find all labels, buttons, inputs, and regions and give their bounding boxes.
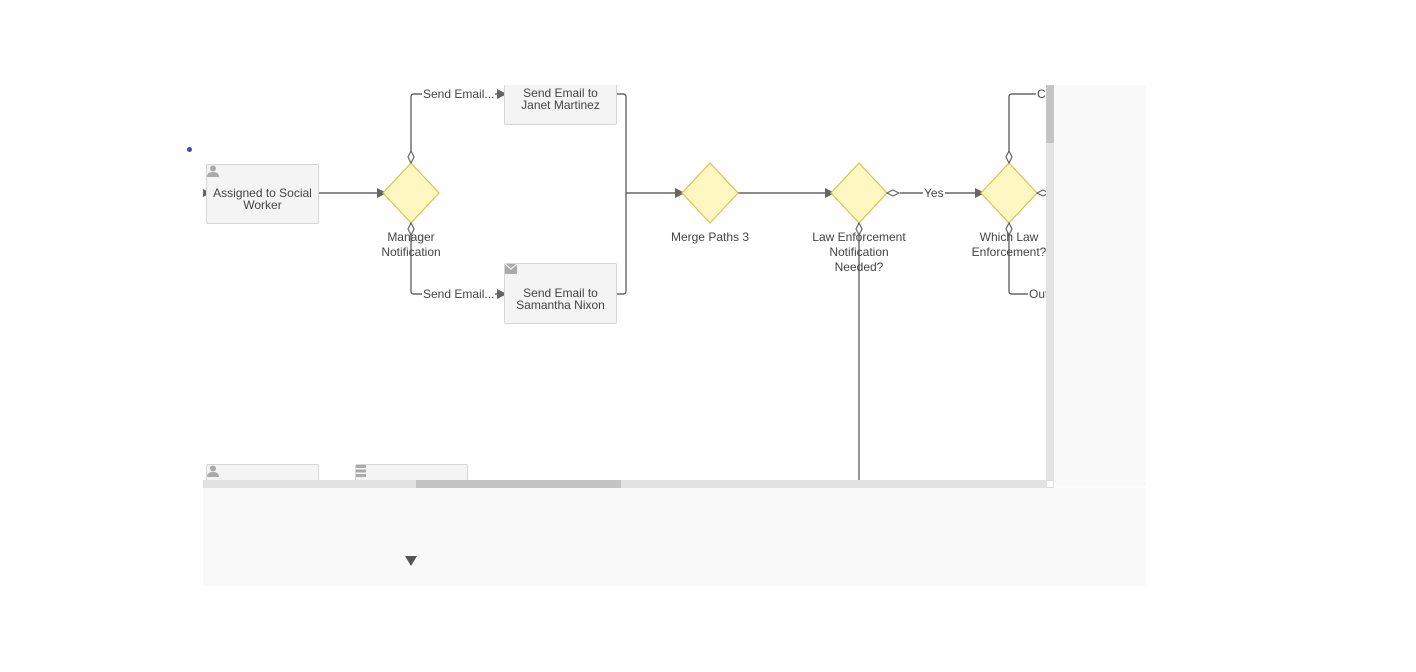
flow-janet-to-merge [617,93,627,193]
edge-label-send-email-bottom: Send Email... [422,287,496,301]
bottom-panel [203,488,1146,586]
task-bottom-data[interactable] [355,464,468,480]
horizontal-scrollbar[interactable] [203,480,1046,488]
vertical-scrollbar[interactable] [1046,85,1054,480]
gateway-law-enforcement-needed [830,162,888,224]
connector-which-top [1005,149,1013,165]
process-canvas[interactable]: Assigned to Social Worker Send Email to … [203,85,1046,480]
flow-samantha-to-merge [617,193,627,295]
flow-which-top [1008,93,1046,163]
edge-label-yes: Yes [923,186,945,200]
connector-manager-top [407,149,415,165]
gateway-merge-paths-3 [681,162,739,224]
gateway-manager-notification [382,162,440,224]
connector-law-right [885,189,901,197]
gateway-label-law-enforcement-needed: Law Enforcement Notification Needed? [812,230,906,274]
task-label: Assigned to Social Worker [213,186,312,212]
scrollbar-corner [1046,480,1054,488]
gateway-label-merge-paths-3: Merge Paths 3 [670,230,750,244]
connections-layer [203,89,1046,480]
user-icon [207,465,219,477]
flow-manager-to-janet [410,89,507,163]
edge-label-top-right: Co [1036,87,1046,101]
task-bottom-user[interactable] [206,464,319,480]
gateway-label-manager-notification: Manager Notification [381,230,441,259]
task-label: Send Email to Samantha Nixon [516,286,605,312]
connector-which-right [1035,189,1046,197]
horizontal-scrollbar-thumb[interactable] [416,480,621,488]
edge-label-bottom-right: Out [1028,287,1046,301]
right-side-panel [1054,85,1146,486]
user-icon [207,165,219,177]
gateway-label-which-law-enforcement: Which Law Enforcement? [971,230,1046,259]
connector-which-bottom [1005,221,1013,237]
edge-label-send-email-top: Send Email... [422,87,496,101]
triangle-down-icon[interactable] [405,556,417,566]
selection-dot [187,147,192,152]
task-label: Send Email to Janet Martinez [521,86,600,112]
database-icon [356,465,366,477]
flow-manager-to-samantha [410,223,507,299]
connector-manager-bottom [407,221,415,237]
flow-which-bottom [1008,229,1046,295]
gateway-which-law-enforcement [980,162,1038,224]
vertical-scrollbar-thumb[interactable] [1046,85,1054,143]
task-send-email-janet-martinez[interactable]: Send Email to Janet Martinez [504,85,617,125]
mail-icon [505,264,517,274]
connector-law-bottom [855,221,863,237]
task-assigned-to-social-worker[interactable]: Assigned to Social Worker [206,164,319,224]
task-send-email-samantha-nixon[interactable]: Send Email to Samantha Nixon [504,263,617,324]
